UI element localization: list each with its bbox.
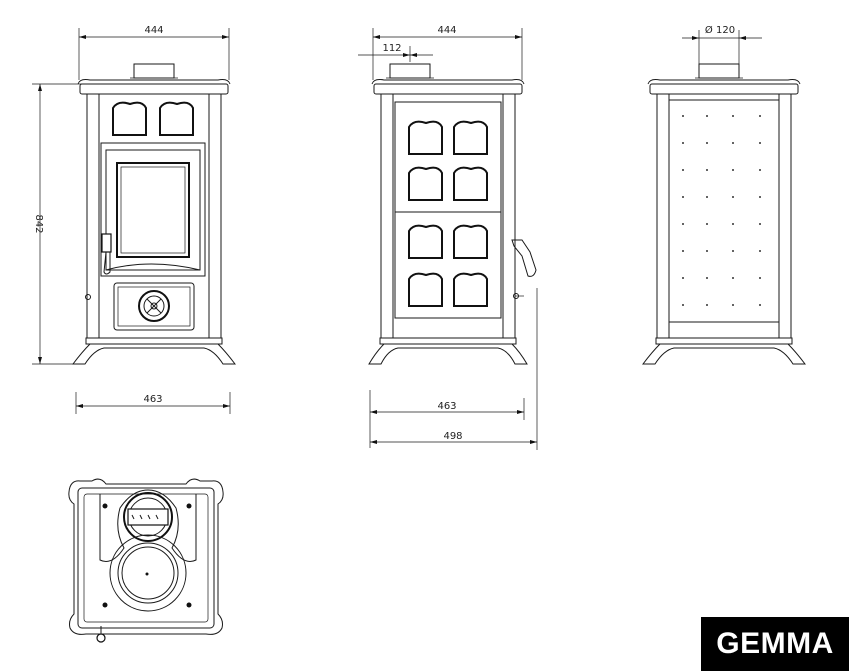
back-panel-rivets — [682, 115, 761, 306]
flue-diameter-label: Ø 120 — [705, 24, 735, 36]
top-view — [68, 478, 224, 643]
height-label: 842 — [33, 214, 44, 233]
side-depth-label: 498 — [443, 431, 462, 442]
flue-offset-label: 112 — [382, 43, 401, 54]
front-width-label: 444 — [144, 25, 163, 36]
side-base-width-label: 463 — [437, 401, 456, 412]
back-view: Ø 120 — [641, 24, 807, 365]
product-name: GEMMA — [716, 627, 834, 660]
side-view: 444 112 — [358, 25, 538, 450]
product-name-badge: GEMMA — [701, 617, 849, 671]
side-tiles — [408, 120, 488, 307]
front-view: 444 842 — [32, 25, 237, 414]
front-base-width-label: 463 — [143, 394, 162, 405]
side-width-label: 444 — [437, 25, 456, 36]
